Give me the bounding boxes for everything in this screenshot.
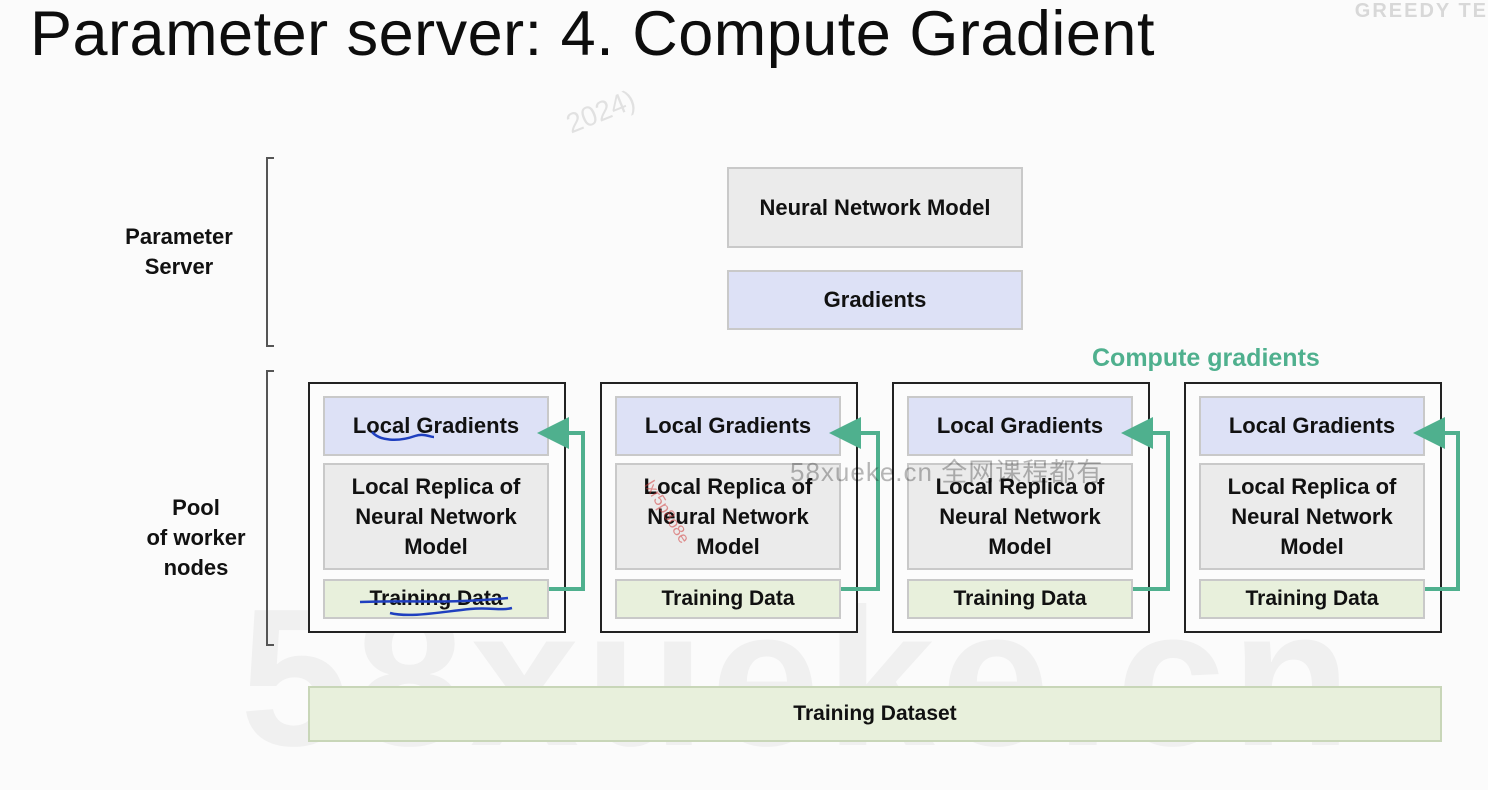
- training-dataset-box: Training Dataset: [308, 686, 1442, 742]
- local-replica-line1: Local Replica of: [935, 473, 1105, 499]
- local-gradients-box: Local Gradients: [1199, 396, 1425, 456]
- compute-gradient-arrow: [537, 417, 585, 591]
- parameter-server-label-line1: Parameter: [125, 224, 233, 249]
- parameter-server-label: Parameter Server: [100, 222, 258, 282]
- local-gradients-box: Local Gradients: [323, 396, 549, 456]
- diagram-arrows-overlay: [359, 417, 1460, 617]
- local-replica-line3: Model: [1280, 533, 1344, 559]
- local-gradients-box: Local Gradients: [615, 396, 841, 456]
- worker-pool-label-line1: Pool: [172, 495, 220, 520]
- training-data-label: Training Data: [1245, 587, 1379, 610]
- gradients-box: Gradients: [727, 270, 1023, 330]
- handwritten-underline-gradients: [371, 431, 435, 441]
- slide-title: Parameter server: 4. Compute Gradient: [30, 0, 1155, 69]
- training-data-box: Training Data: [907, 579, 1133, 619]
- training-data-label: Training Data: [661, 587, 795, 610]
- local-replica-line3: Model: [988, 533, 1052, 559]
- local-gradients-box: Local Gradients: [907, 396, 1133, 456]
- brand-logo: GREEDY TE: [1354, 0, 1488, 22]
- training-data-label: Training Data: [953, 587, 1087, 610]
- watermark-site: 58xueke.cn 全网课程都有: [790, 457, 1104, 487]
- compute-gradient-arrow: [1121, 417, 1170, 591]
- neural-network-model-label: Neural Network Model: [759, 194, 991, 220]
- training-data-label: Training Data: [369, 587, 503, 610]
- local-replica-box: Local Replica of Neural Network Model: [1199, 463, 1425, 570]
- local-replica-box: Local Replica of Neural Network Model: [907, 463, 1133, 570]
- compute-gradient-arrow: [1413, 417, 1460, 591]
- training-data-box: Training Data: [615, 579, 841, 619]
- local-replica-line2: Neural Network: [939, 503, 1101, 529]
- worker-pool-label-line2: of worker: [146, 525, 246, 550]
- compute-gradients-label: Compute gradients: [1092, 344, 1320, 372]
- gradients-label: Gradients: [823, 287, 927, 312]
- local-replica-line1: Local Replica of: [643, 473, 813, 499]
- local-replica-line1: Local Replica of: [351, 473, 521, 499]
- local-replica-box: Local Replica of Neural Network Model: [615, 463, 841, 570]
- local-gradients-label: Local Gradients: [1228, 413, 1396, 438]
- handwritten-underline-training-data: [359, 596, 513, 617]
- training-data-box: Training Data: [1199, 579, 1425, 619]
- training-dataset-label: Training Dataset: [793, 702, 957, 725]
- local-gradients-label: Local Gradients: [936, 413, 1104, 438]
- local-gradients-label: Local Gradients: [644, 413, 812, 438]
- local-replica-line2: Neural Network: [647, 503, 809, 529]
- local-gradients-label: Local Gradients: [352, 413, 520, 438]
- parameter-server-label-line2: Server: [144, 254, 214, 279]
- worker-pool-label: Pool of worker nodes: [120, 493, 272, 583]
- worker-pool-bracket: [266, 370, 274, 646]
- compute-gradient-arrow: [829, 417, 880, 591]
- local-replica-line3: Model: [696, 533, 760, 559]
- neural-network-model-box: Neural Network Model: [727, 167, 1023, 248]
- local-replica-line2: Neural Network: [1231, 503, 1393, 529]
- parameter-server-bracket: [266, 157, 274, 347]
- local-replica-line3: Model: [404, 533, 468, 559]
- local-replica-box: Local Replica of Neural Network Model: [323, 463, 549, 570]
- local-replica-line1: Local Replica of: [1227, 473, 1397, 499]
- worker-pool-label-line3: nodes: [163, 555, 229, 580]
- local-replica-line2: Neural Network: [355, 503, 517, 529]
